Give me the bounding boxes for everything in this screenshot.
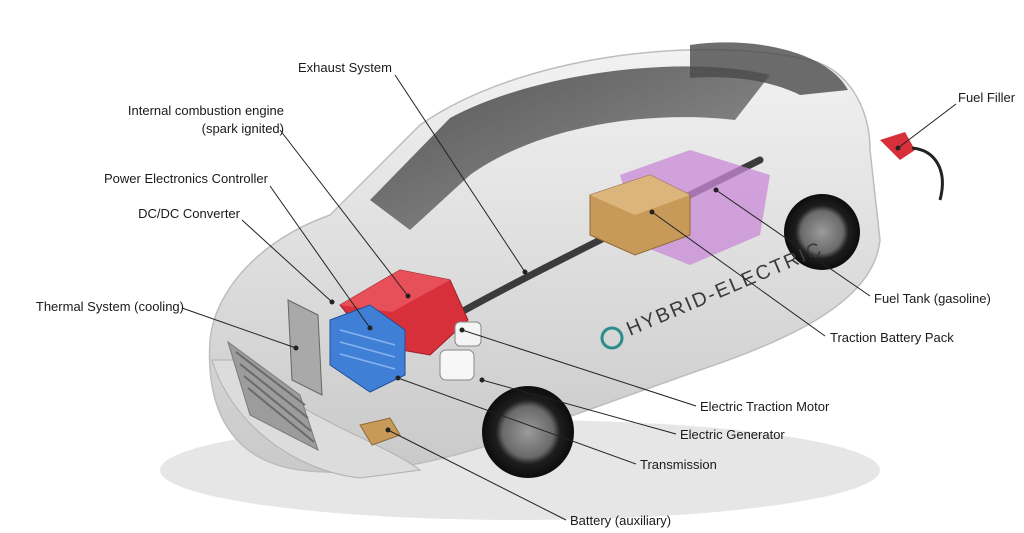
label-electric-generator: Electric Generator xyxy=(680,427,785,442)
dot-traction-motor xyxy=(459,327,465,333)
label-traction-battery-pack: Traction Battery Pack xyxy=(830,330,954,345)
dot-fuel-filler xyxy=(895,145,901,151)
dot-generator xyxy=(479,377,485,383)
label-battery-auxiliary: Battery (auxiliary) xyxy=(570,513,672,528)
leader-traction-battery xyxy=(651,211,826,337)
coolant-tank xyxy=(454,321,482,347)
rear-window xyxy=(690,42,848,95)
engine-top xyxy=(340,270,450,312)
pec-grid xyxy=(339,329,396,370)
dot-fuel-tank xyxy=(713,187,719,193)
leader-transmission xyxy=(397,377,637,465)
leader-pec xyxy=(269,185,371,329)
leader-generator xyxy=(481,379,677,435)
dot-ice xyxy=(405,293,411,299)
dot-transmission xyxy=(395,375,401,381)
leader-dcdc xyxy=(241,219,333,303)
rear-wheel xyxy=(784,194,860,270)
leader-traction-motor xyxy=(461,329,697,407)
dot-exhaust xyxy=(522,269,528,275)
leader-ice xyxy=(279,129,409,297)
label-exhaust-system: Exhaust System xyxy=(298,60,392,75)
windshield xyxy=(370,66,770,230)
hybrid-logo xyxy=(600,326,624,350)
grille xyxy=(227,340,319,452)
label-ice-line1: Internal combustion engine xyxy=(127,103,284,118)
traction-battery-top xyxy=(590,175,690,215)
dot-traction-battery xyxy=(649,209,655,215)
leader-thermal xyxy=(181,307,297,349)
label-dcdc-converter: DC/DC Converter xyxy=(138,206,240,221)
front-wheel xyxy=(482,386,574,478)
grille-slats xyxy=(235,351,315,443)
auxiliary-battery xyxy=(359,417,401,446)
label-fuel-tank: Fuel Tank (gasoline) xyxy=(874,291,991,306)
dot-pec xyxy=(367,325,373,331)
leader-aux-battery xyxy=(387,429,567,521)
power-electronics-controller xyxy=(329,304,406,393)
leader-dots xyxy=(293,145,901,433)
dot-aux-battery xyxy=(385,427,391,433)
leader-exhaust xyxy=(394,74,526,273)
label-thermal-system: Thermal System (cooling) xyxy=(35,299,184,314)
dot-thermal xyxy=(293,345,299,351)
radiator xyxy=(287,299,323,396)
fuel-hose xyxy=(911,146,944,201)
leader-fuel-filler xyxy=(897,103,957,149)
label-fuel-filler: Fuel Filler xyxy=(958,90,1016,105)
label-transmission: Transmission xyxy=(640,457,717,472)
label-electric-traction-motor: Electric Traction Motor xyxy=(700,399,830,414)
leader-lines xyxy=(181,74,957,521)
label-power-electronics-controller: Power Electronics Controller xyxy=(103,171,268,186)
washer-tank xyxy=(439,349,475,381)
dot-dcdc xyxy=(329,299,335,305)
label-ice-line2: (spark ignited) xyxy=(201,121,284,136)
leader-fuel-tank xyxy=(715,189,871,297)
